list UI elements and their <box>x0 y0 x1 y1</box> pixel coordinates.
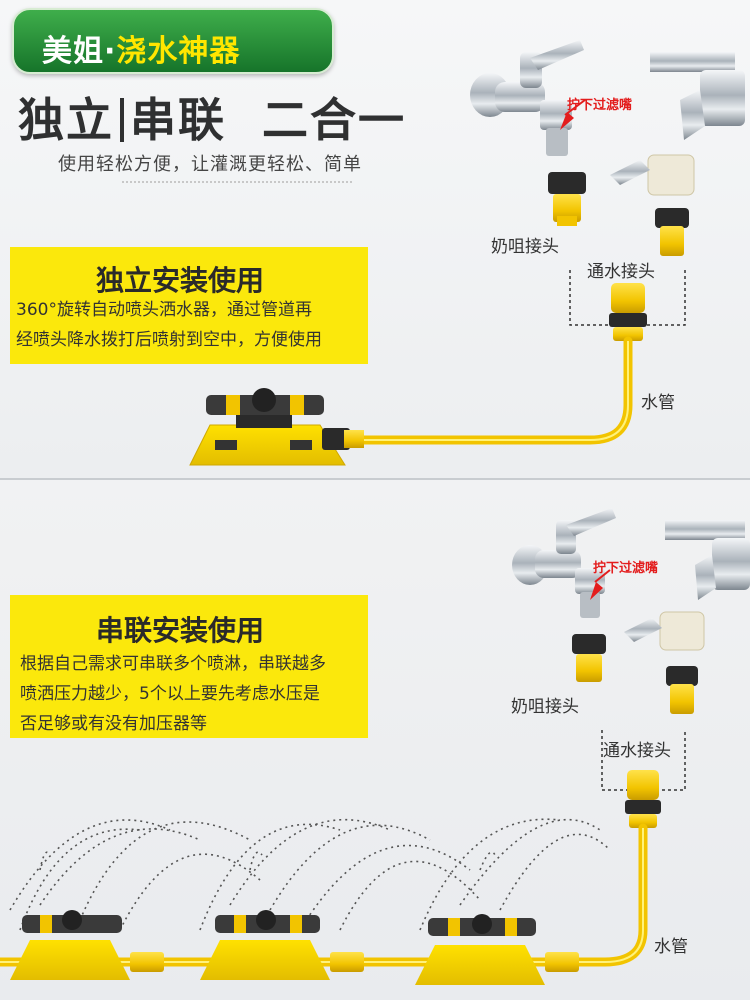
headline-series: 串联 <box>130 93 226 147</box>
series-desc-line1: 根据自己需求可串联多个喷淋，串联越多 <box>20 654 326 674</box>
tap-connector-label-top: 通水接头 <box>587 262 655 282</box>
connector-icon <box>548 172 586 226</box>
sprinkler-icon <box>10 910 164 980</box>
faucet-icon <box>650 52 745 140</box>
banner-title: 美姐·浇水神器 <box>42 26 240 70</box>
water-spray-icon <box>9 818 611 931</box>
banner-dot: · <box>104 34 117 69</box>
headline-separator <box>120 98 124 142</box>
independent-install-desc: 360°旋转自动喷头洒水器，通过管道再 经喷头降水拨打后喷射到空中，方便使用 <box>16 295 322 355</box>
faucet-icon <box>512 508 616 618</box>
connector-icon <box>624 611 705 714</box>
independent-desc-line1: 360°旋转自动喷头洒水器，通过管道再 <box>16 300 312 320</box>
headline-two-in-one: 二合一 <box>262 93 406 147</box>
headline-independent: 独立 <box>18 93 114 147</box>
page-subtitle: 使用轻松方便，让灌溉更轻松、简单 <box>58 154 362 175</box>
independent-install-box: 独立安装使用 360°旋转自动喷头洒水器，通过管道再 经喷头降水拨打后喷射到空中… <box>10 247 368 364</box>
section-divider <box>0 478 750 480</box>
banner-product: 浇水神器 <box>116 34 241 69</box>
bottom-panel-background <box>0 480 750 1000</box>
brand-banner: 美姐·浇水神器 <box>12 8 334 74</box>
nipple-connector-label-top: 奶咀接头 <box>491 237 559 257</box>
series-install-box: 串联安装使用 根据自己需求可串联多个喷淋，串联越多 喷洒压力越少，5个以上要先考… <box>10 595 368 738</box>
series-desc-line3: 否足够或有没有加压器等 <box>20 714 207 734</box>
series-install-desc: 根据自己需求可串联多个喷淋，串联越多 喷洒压力越少，5个以上要先考虑水压是 否足… <box>20 649 326 739</box>
connector-icon <box>625 770 661 828</box>
connector-icon <box>572 634 606 682</box>
page-headline: 独立串联二合一 <box>18 84 406 150</box>
connector-icon <box>610 154 695 256</box>
independent-install-title: 独立安装使用 <box>96 264 265 297</box>
series-desc-line2: 喷洒压力越少，5个以上要先考虑水压是 <box>20 684 320 704</box>
banner-brand: 美姐 <box>42 34 104 69</box>
nipple-connector-label-bottom: 奶咀接头 <box>511 697 579 717</box>
subtitle-dotline <box>122 181 352 183</box>
series-install-title: 串联安装使用 <box>96 614 265 647</box>
hose-label-bottom: 水管 <box>654 937 688 957</box>
sprinkler-icon <box>189 388 364 466</box>
sprinkler-icon <box>415 914 579 985</box>
connector-icon <box>609 283 647 341</box>
independent-desc-line2: 经喷头降水拨打后喷射到空中，方便使用 <box>16 330 322 350</box>
filter-note-top: 拧下过滤嘴 <box>567 98 633 113</box>
tap-connector-label-bottom: 通水接头 <box>603 741 671 761</box>
sprinkler-icon <box>200 910 364 980</box>
hose-label-top: 水管 <box>641 393 675 413</box>
filter-note-bottom: 拧下过滤嘴 <box>593 561 659 576</box>
faucet-icon <box>665 520 750 600</box>
